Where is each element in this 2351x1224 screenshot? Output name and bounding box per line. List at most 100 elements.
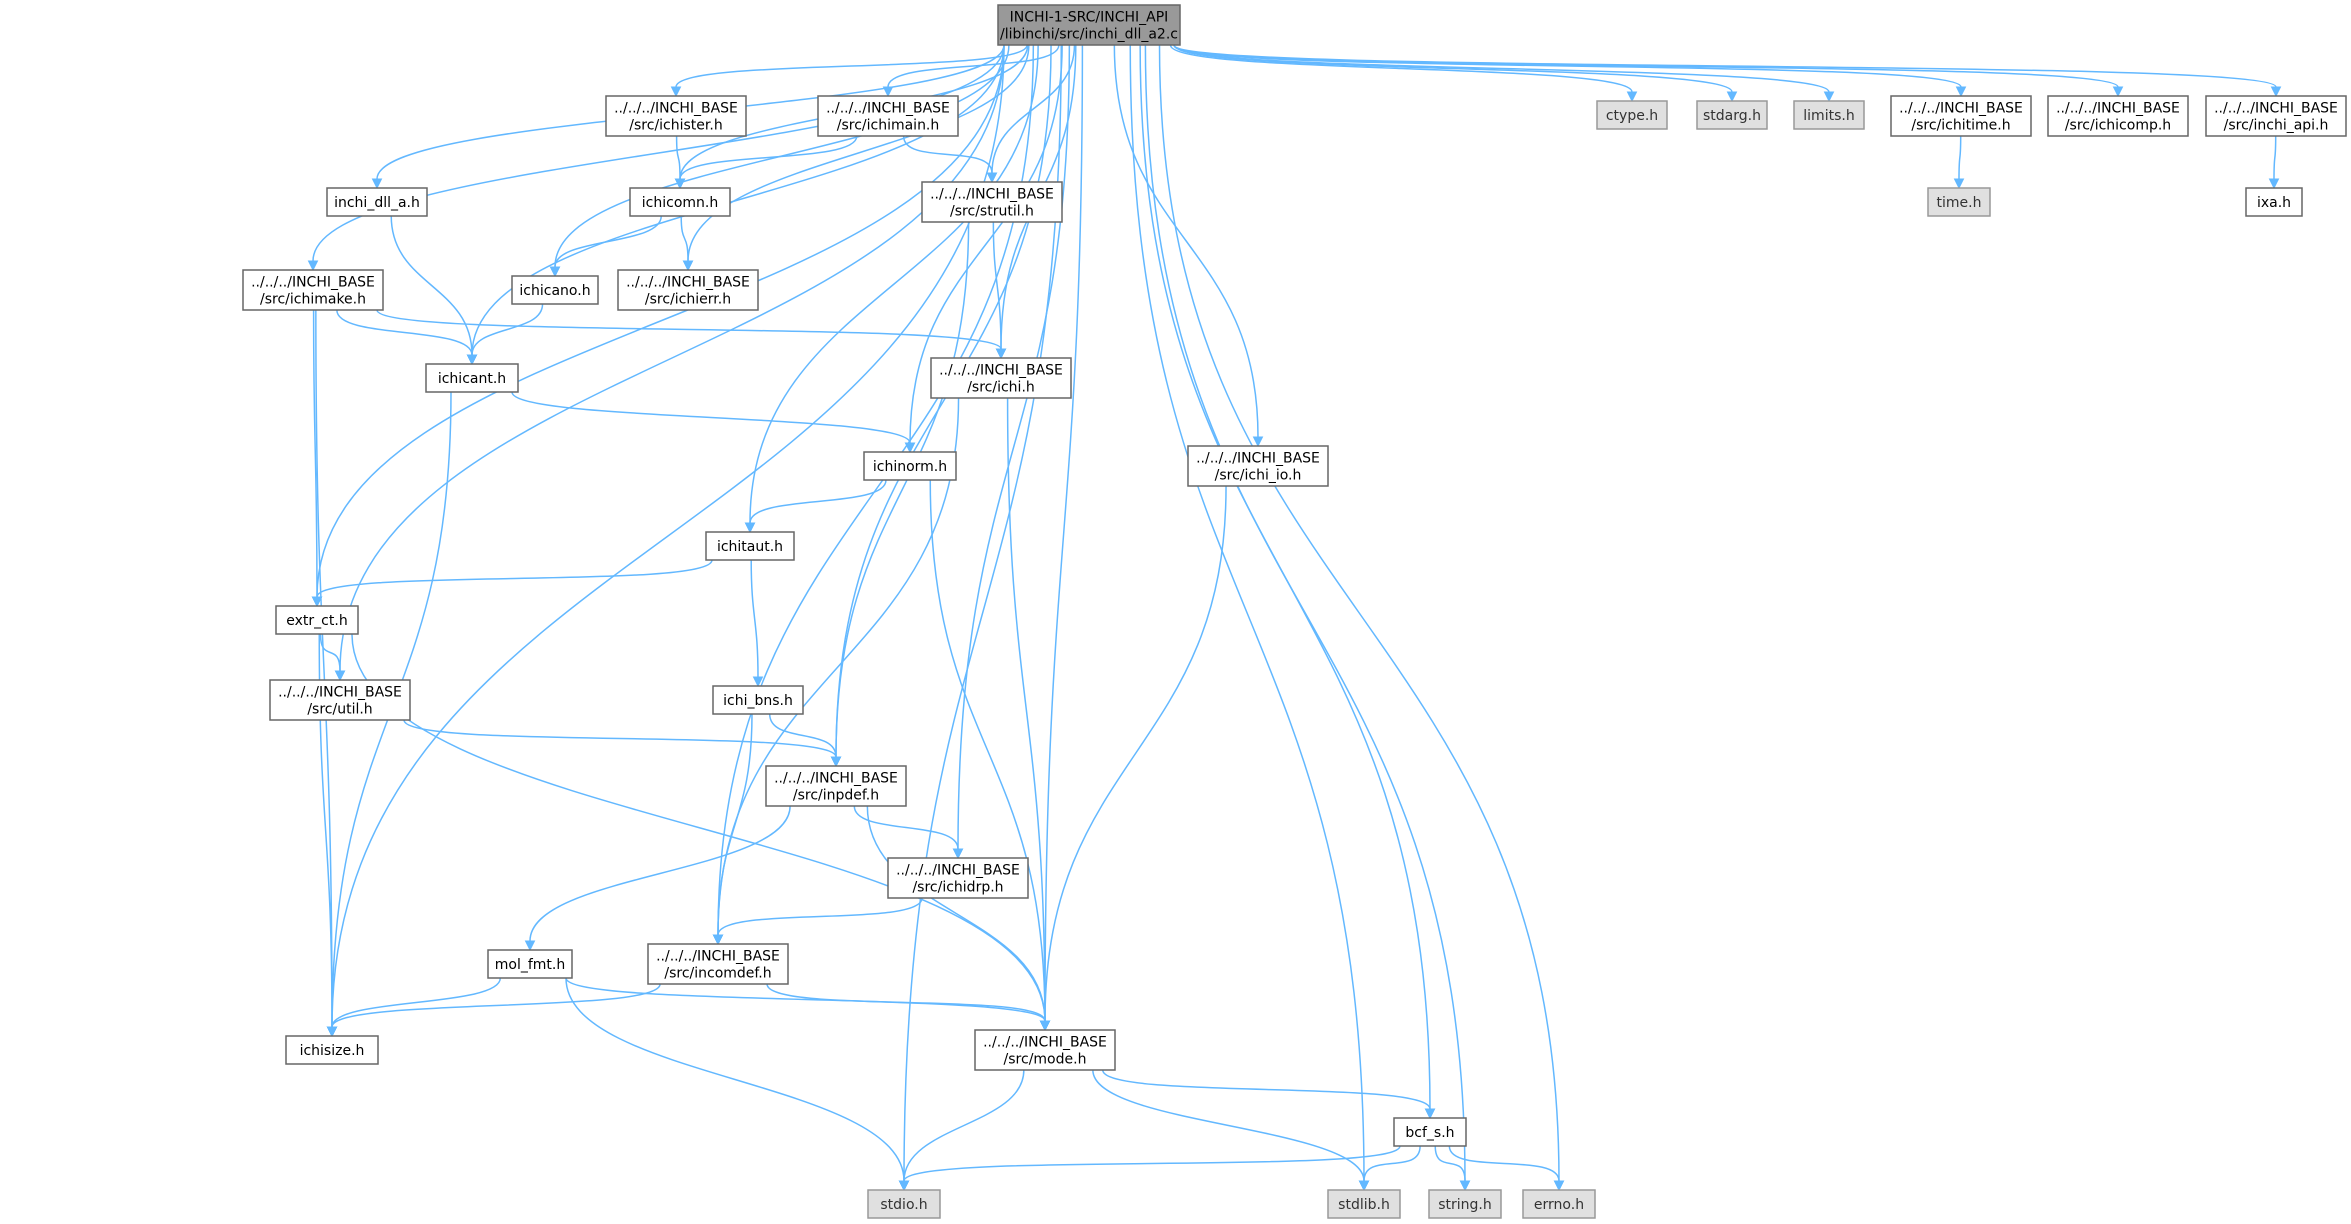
node-box: [765, 765, 907, 807]
edge-mode-to-stdio: [903, 1069, 1025, 1182]
node-ichicomn[interactable]: ichicomn.h: [629, 187, 731, 217]
node-molfmt[interactable]: mol_fmt.h: [487, 949, 573, 979]
arrowhead-inpdef-to-molfmt: [524, 940, 536, 952]
edge-ichister-to-ichicomn: [675, 135, 681, 180]
node-label: /src/incomdef.h: [664, 966, 771, 982]
node-stdarg: stdarg.h: [1696, 100, 1768, 130]
edge-root-to-mode: [1044, 44, 1084, 1022]
arrowhead-root-to-ichister: [670, 86, 682, 98]
arrowhead-ichinorm-to-ichitaut: [744, 522, 756, 534]
edge-strutil-to-ichi: [992, 221, 1002, 350]
node-box: [617, 269, 759, 311]
edge-ichimain-to-ichicomn: [679, 135, 858, 180]
node-ichitaut[interactable]: ichitaut.h: [705, 531, 795, 561]
node-box: [863, 451, 957, 481]
node-box: [867, 1189, 941, 1219]
node-box: [647, 943, 789, 985]
edge-root-to-ichister: [675, 44, 1028, 88]
node-label: /src/ichi.h: [967, 380, 1035, 396]
node-ichimake[interactable]: ../../../INCHI_BASE/src/ichimake.h: [242, 269, 384, 311]
edge-ichicant-to-ichinorm: [511, 391, 911, 444]
node-ichicomp[interactable]: ../../../INCHI_BASE/src/ichicomp.h: [2047, 95, 2189, 137]
node-label: inchi_dll_a.h: [334, 195, 420, 211]
node-label: ctype.h: [1606, 108, 1658, 124]
node-ichisize[interactable]: ichisize.h: [285, 1035, 379, 1065]
node-strutil[interactable]: ../../../INCHI_BASE/src/strutil.h: [921, 181, 1063, 223]
edge-root-to-ichitaut: [749, 44, 1039, 524]
node-label: ../../../INCHI_BASE: [896, 863, 1020, 879]
arrowhead-root-to-ichiio: [1252, 436, 1264, 448]
node-ichidrp[interactable]: ../../../INCHI_BASE/src/ichidrp.h: [887, 857, 1029, 899]
edge-ichinorm-to-ichitaut: [749, 479, 887, 524]
node-limits: limits.h: [1793, 100, 1865, 130]
node-bcfs[interactable]: bcf_s.h: [1393, 1117, 1467, 1147]
edge-bcfs-to-errno: [1448, 1145, 1560, 1182]
node-label: ../../../INCHI_BASE: [826, 101, 950, 117]
arrowhead-ichimain-to-ichicomn: [674, 178, 686, 190]
node-ichicano[interactable]: ichicano.h: [511, 275, 599, 305]
node-inchidlla[interactable]: inchi_dll_a.h: [326, 187, 428, 217]
arrowhead-root-to-inchidlla: [371, 178, 383, 190]
edge-molfmt-to-mode: [565, 977, 1046, 1022]
node-ichimain[interactable]: ../../../INCHI_BASE/src/ichimain.h: [817, 95, 959, 137]
edge-incomdef-to-mode: [766, 983, 1046, 1022]
edge-extrct-to-util: [319, 633, 341, 672]
node-ichister[interactable]: ../../../INCHI_BASE/src/ichister.h: [605, 95, 747, 137]
node-box: [997, 4, 1181, 46]
arrowhead-mode-to-bcfs: [1424, 1108, 1436, 1120]
arrowhead-ichitaut-to-extrct: [311, 596, 323, 608]
node-ixa[interactable]: ixa.h: [2245, 187, 2303, 217]
node-label: ichi_bns.h: [723, 693, 793, 709]
node-box: [2205, 95, 2347, 137]
node-box: [887, 857, 1029, 899]
edge-inchiapi-to-ixa: [2273, 135, 2277, 180]
node-string: string.h: [1428, 1189, 1502, 1219]
node-extrct[interactable]: extr_ct.h: [275, 605, 359, 635]
edge-ichimake-to-ichisize: [315, 309, 333, 1028]
node-box: [921, 181, 1063, 223]
node-inchiapi[interactable]: ../../../INCHI_BASE/src/inchi_api.h: [2205, 95, 2347, 137]
node-ichicant[interactable]: ichicant.h: [425, 363, 519, 393]
node-label: ixa.h: [2257, 195, 2291, 211]
edge-bcfs-to-stdlib: [1363, 1145, 1421, 1182]
arrowhead-root-to-ichitime: [1955, 86, 1967, 98]
node-util[interactable]: ../../../INCHI_BASE/src/util.h: [269, 679, 411, 721]
edge-root-to-ichidrp: [957, 44, 1071, 850]
edge-ichidrp-to-incomdef: [717, 897, 923, 936]
node-box: [1596, 100, 1668, 130]
edge-root-to-string: [1144, 44, 1466, 1182]
arrowhead-ichitaut-to-ichibns: [752, 676, 764, 688]
node-incomdef[interactable]: ../../../INCHI_BASE/src/incomdef.h: [647, 943, 789, 985]
node-box: [487, 949, 573, 979]
node-box: [2245, 187, 2303, 217]
node-ichi[interactable]: ../../../INCHI_BASE/src/ichi.h: [930, 357, 1072, 399]
node-box: [974, 1029, 1116, 1071]
edge-ichitaut-to-extrct: [316, 559, 713, 598]
arrowhead-root-to-inchiapi: [2270, 86, 2282, 98]
node-ichibns[interactable]: ichi_bns.h: [712, 685, 804, 715]
node-mode[interactable]: ../../../INCHI_BASE/src/mode.h: [974, 1029, 1116, 1071]
header-nodes: INCHI-1-SRC/INCHI_API/libinchi/src/inchi…: [242, 4, 2347, 1219]
node-inpdef[interactable]: ../../../INCHI_BASE/src/inpdef.h: [765, 765, 907, 807]
node-label: time.h: [1937, 195, 1982, 211]
node-label: /src/ichierr.h: [645, 292, 731, 308]
edge-inpdef-to-ichidrp: [853, 805, 959, 850]
arrowhead-ichidrp-to-incomdef: [712, 934, 724, 946]
node-box: [1428, 1189, 1502, 1219]
edge-root-to-ichiio: [1113, 44, 1259, 438]
node-label: ../../../INCHI_BASE: [1196, 451, 1320, 467]
arrowhead-bcfs-to-string: [1459, 1180, 1471, 1192]
node-ichinorm[interactable]: ichinorm.h: [863, 451, 957, 481]
edge-root-to-ichierr: [687, 44, 1030, 262]
edge-root-to-ichisize: [331, 44, 1005, 1028]
edge-util-to-inpdef: [403, 719, 837, 758]
node-ichiio[interactable]: ../../../INCHI_BASE/src/ichi_io.h: [1187, 445, 1329, 487]
node-ichierr[interactable]: ../../../INCHI_BASE/src/ichierr.h: [617, 269, 759, 311]
edge-mode-to-bcfs: [1102, 1069, 1431, 1110]
arrowhead-root-to-ichimake: [307, 260, 319, 272]
node-label: ../../../INCHI_BASE: [983, 1035, 1107, 1051]
node-ichitime[interactable]: ../../../INCHI_BASE/src/ichitime.h: [1890, 95, 2032, 137]
edge-root-to-util: [339, 44, 1005, 672]
edge-root-to-extrct: [316, 44, 1005, 598]
node-label: ichitaut.h: [717, 539, 783, 555]
